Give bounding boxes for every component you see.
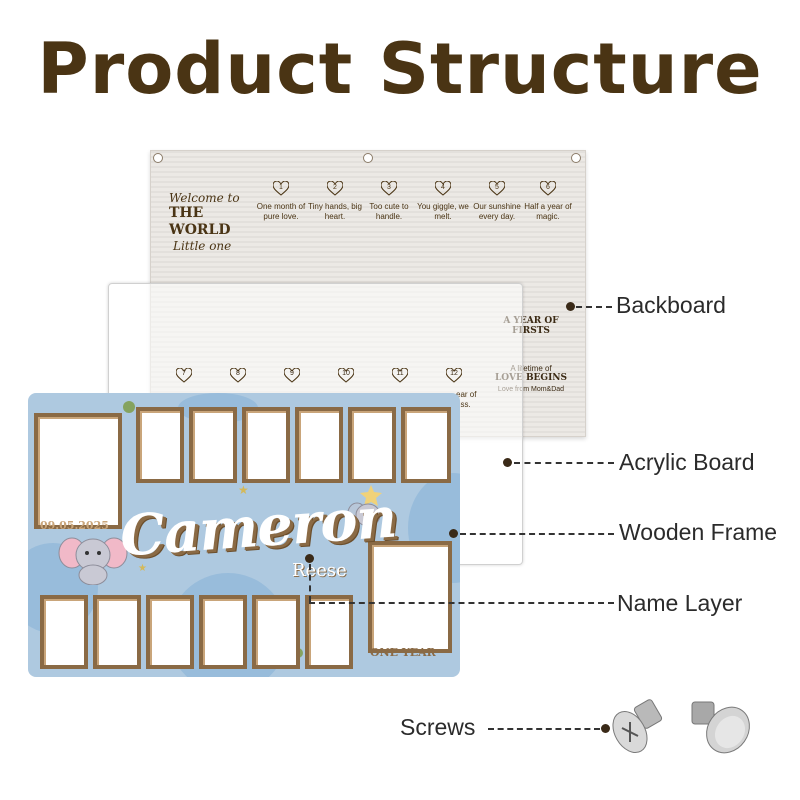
month-text: Tiny hands, big heart. xyxy=(308,202,362,221)
star-icon: ★ xyxy=(138,563,147,574)
elephant-icon xyxy=(58,537,128,585)
mount-hole xyxy=(571,153,581,163)
page-title: Product Structure xyxy=(37,28,763,110)
heart-icon: 9 xyxy=(283,367,301,383)
heart-icon: 4 xyxy=(434,180,452,196)
photo-slot xyxy=(295,407,343,483)
welcome-line: THE xyxy=(169,205,204,221)
label-acrylic-board: Acrylic Board xyxy=(619,449,755,475)
callout-pin xyxy=(566,302,575,311)
heart-icon: 7 xyxy=(175,367,193,383)
heart-icon: 6 xyxy=(539,180,557,196)
label-name-layer: Name Layer xyxy=(617,590,743,616)
photo-slot xyxy=(348,407,396,483)
photo-slot xyxy=(93,595,141,669)
callout-pin xyxy=(601,724,610,733)
callout-pin xyxy=(449,529,458,538)
welcome-line: WORLD xyxy=(169,222,231,238)
photo-slot xyxy=(146,595,194,669)
photo-slot xyxy=(242,407,290,483)
year-firsts-line: Love from Mom&Dad xyxy=(497,386,565,393)
screw-icon xyxy=(612,699,663,753)
welcome-line: Little one xyxy=(173,239,232,253)
month-message: 2 Tiny hands, big heart. xyxy=(305,180,365,222)
year-firsts-line: A lifetime of xyxy=(510,364,552,373)
month-message: 1 One month of pure love. xyxy=(251,180,311,222)
callout-line xyxy=(309,602,614,604)
heart-icon: 12 xyxy=(445,367,463,383)
photo-slot xyxy=(189,407,237,483)
photo-slot xyxy=(305,595,353,669)
heart-icon: 5 xyxy=(488,180,506,196)
month-text: Half a year of magic. xyxy=(524,202,572,221)
screw-icon xyxy=(691,701,750,754)
heart-icon: 2 xyxy=(326,180,344,196)
month-message: 3 Too cute to handle. xyxy=(359,180,419,222)
birth-date: 09.05.2025 xyxy=(40,519,109,532)
welcome-line: Welcome to xyxy=(169,191,240,205)
mount-hole xyxy=(363,153,373,163)
photo-slot xyxy=(252,595,300,669)
photo-slot xyxy=(368,541,452,653)
photo-slot xyxy=(199,595,247,669)
label-wooden-frame: Wooden Frame xyxy=(619,519,778,545)
month-text: Too cute to handle. xyxy=(369,202,409,221)
photo-slot xyxy=(34,413,122,529)
callout-line xyxy=(460,533,614,535)
month-text: You giggle, we melt. xyxy=(417,202,469,221)
month-text: One month of pure love. xyxy=(256,202,306,221)
year-firsts-line: LOVE BEGINS xyxy=(494,373,568,383)
photo-slot xyxy=(136,407,184,483)
label-screws: Screws xyxy=(400,714,476,740)
heart-icon: 3 xyxy=(380,180,398,196)
callout-line xyxy=(576,306,612,308)
middle-name-text: Reese xyxy=(292,560,347,581)
callout-line xyxy=(488,728,600,730)
heart-icon: 8 xyxy=(229,367,247,383)
star-icon: ★ xyxy=(238,483,249,497)
year-firsts-heading: A YEAR OF FIRSTS xyxy=(503,316,559,336)
callout-line xyxy=(514,462,614,464)
label-backboard: Backboard xyxy=(616,292,726,318)
month-text: Our sunshine every day. xyxy=(473,202,521,221)
welcome-text: Welcome to THE WORLD Little one xyxy=(169,191,259,253)
heart-icon: 11 xyxy=(391,367,409,383)
heart-icon: 1 xyxy=(272,180,290,196)
partial-month-text: ear of ess. xyxy=(456,390,477,409)
one-year-text: ONE YEAR xyxy=(370,646,436,659)
decor-dot xyxy=(123,401,135,413)
month-message: 6 Half a year of magic. xyxy=(518,180,578,222)
bottom-hearts-row: 7 8 9 10 11 12 xyxy=(175,367,466,388)
callout-pin xyxy=(503,458,512,467)
wooden-frame: ★ ★ xyxy=(28,393,460,677)
callout-line xyxy=(309,564,311,602)
callout-pin xyxy=(305,554,314,563)
mount-hole xyxy=(153,153,163,163)
photo-slot xyxy=(40,595,88,669)
photo-slot xyxy=(401,407,451,483)
heart-icon: 10 xyxy=(337,367,355,383)
year-firsts-badge: A YEAR OF FIRSTS A lifetime of LOVE BEGI… xyxy=(486,316,576,393)
elephant-icon xyxy=(347,485,382,527)
month-message: 4 You giggle, we melt. xyxy=(413,180,473,222)
month-message: 5 Our sunshine every day. xyxy=(467,180,527,222)
